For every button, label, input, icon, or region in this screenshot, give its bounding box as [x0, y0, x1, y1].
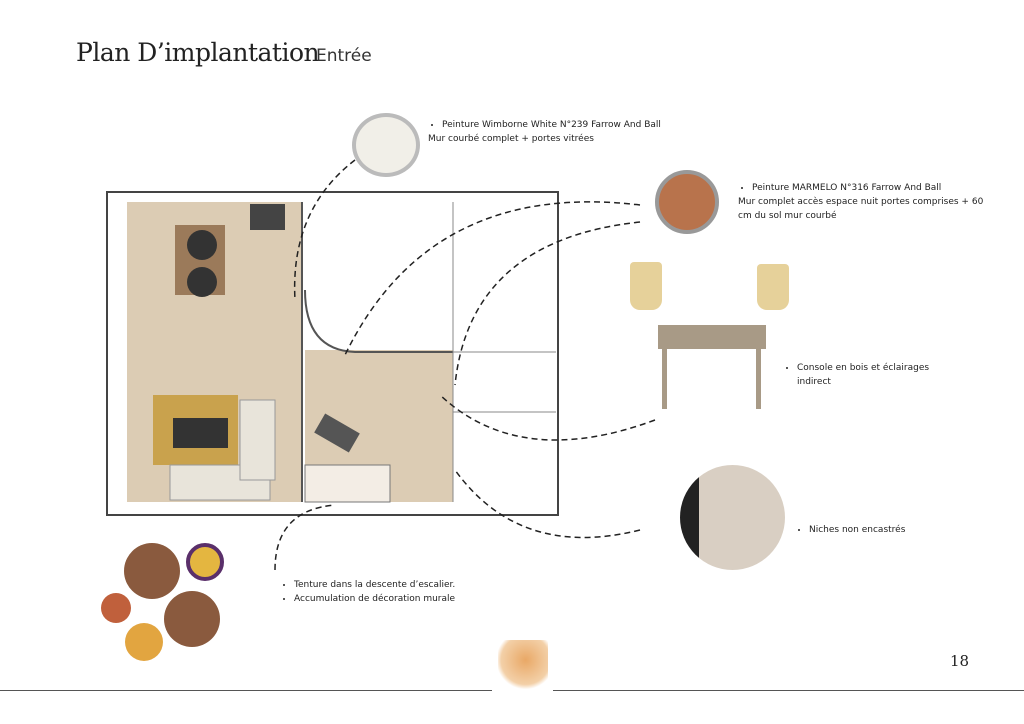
note-detail: Mur complet accès espace nuit portes com… [738, 197, 984, 221]
note-bullet: Console en bois et éclairages indirect [797, 361, 953, 389]
paint-swatch-marmelo [655, 170, 719, 234]
note-bullet: Peinture MARMELO N°316 Farrow And Ball [752, 181, 988, 195]
note-bullet: Accumulation de décoration murale [294, 592, 480, 606]
basket [164, 591, 220, 647]
lamp-right [757, 264, 789, 310]
stove [250, 204, 285, 230]
console-table [658, 325, 766, 349]
coffee-table [173, 418, 228, 448]
basket [101, 593, 131, 623]
basket [124, 543, 180, 599]
niches-photo [680, 465, 785, 570]
page-subtitle: Entrée [316, 46, 372, 66]
page-title: Plan D’implantation [76, 38, 320, 67]
footer-rule-left [0, 690, 492, 691]
note-niches: Niches non encastrés [795, 523, 965, 537]
note-bullet: Tenture dans la descente d’escalier. [294, 578, 480, 592]
staircase [304, 464, 391, 503]
basket [125, 623, 163, 661]
note-bullet: Niches non encastrés [809, 523, 965, 537]
note-console: Console en bois et éclairages indirect [783, 361, 953, 389]
logo [498, 640, 548, 690]
note-paint-marmelo: Peinture MARMELO N°316 Farrow And Ball M… [738, 181, 988, 223]
pendant-lamp [187, 230, 217, 260]
paint-swatch-white [352, 113, 420, 177]
bench [314, 413, 360, 453]
note-paint-white: Peinture Wimborne White N°239 Farrow And… [428, 118, 728, 146]
console-leg [756, 349, 761, 409]
floor-plan [106, 191, 559, 516]
footer-rule-right [553, 690, 1024, 691]
note-wall-decor: Tenture dans la descente d’escalier. Acc… [280, 578, 480, 606]
lamp-left [630, 262, 662, 310]
console-leg [662, 349, 667, 409]
page-number: 18 [950, 652, 970, 670]
note-detail: Mur courbé complet + portes vitrées [428, 134, 594, 144]
basket [186, 543, 224, 581]
note-bullet: Peinture Wimborne White N°239 Farrow And… [442, 118, 728, 132]
pendant-lamp [187, 267, 217, 297]
